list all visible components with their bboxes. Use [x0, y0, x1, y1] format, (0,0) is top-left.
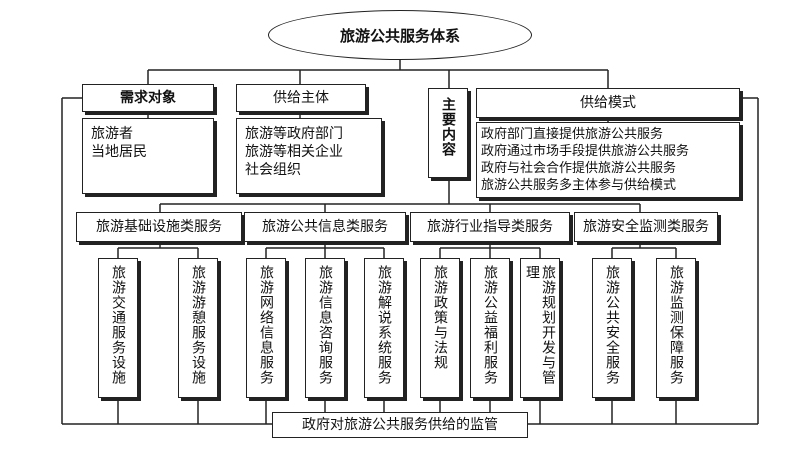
category-demand: 需求对象	[82, 84, 214, 112]
service-group-infrastructure: 旅游基础设施类服务	[76, 212, 242, 242]
supply-subject-items: 旅游等政府部门 旅游等相关企业 社会组织	[236, 118, 382, 194]
service-item-network-info: 旅游网络信息服务	[246, 258, 286, 398]
service-item-policy-regulation: 旅游政策与法规	[420, 258, 460, 398]
category-main-content: 主要内容	[428, 88, 468, 178]
service-item-info-consulting: 旅游信息咨询服务	[305, 258, 345, 398]
service-item-interpretation: 旅游解说系统服务	[364, 258, 404, 398]
service-item-traffic-facilities: 旅游交通服务设施	[98, 258, 138, 398]
service-item-planning-management: 旅游规划开发与管理	[520, 258, 560, 398]
service-group-information: 旅游公共信息类服务	[244, 212, 406, 242]
demand-items: 旅游者 当地居民	[82, 118, 214, 194]
service-group-safety: 旅游安全监测类服务	[574, 212, 718, 242]
category-supply-subject: 供给主体	[236, 84, 366, 112]
supply-mode-items: 政府部门直接提供旅游公共服务 政府通过市场手段提供旅游公共服务 政府与社会合作提…	[476, 122, 740, 198]
supervision-box: 政府对旅游公共服务供给的监管	[272, 412, 528, 438]
service-item-public-welfare: 旅游公益福利服务	[470, 258, 510, 398]
service-item-public-safety: 旅游公共安全服务	[592, 258, 632, 398]
service-item-recreation-facilities: 旅游游憩服务设施	[178, 258, 218, 398]
service-group-guidance: 旅游行业指导类服务	[410, 212, 570, 242]
service-item-monitoring: 旅游监测保障服务	[656, 258, 696, 398]
category-supply-mode: 供给模式	[476, 88, 740, 118]
system-title: 旅游公共服务体系	[268, 10, 532, 60]
